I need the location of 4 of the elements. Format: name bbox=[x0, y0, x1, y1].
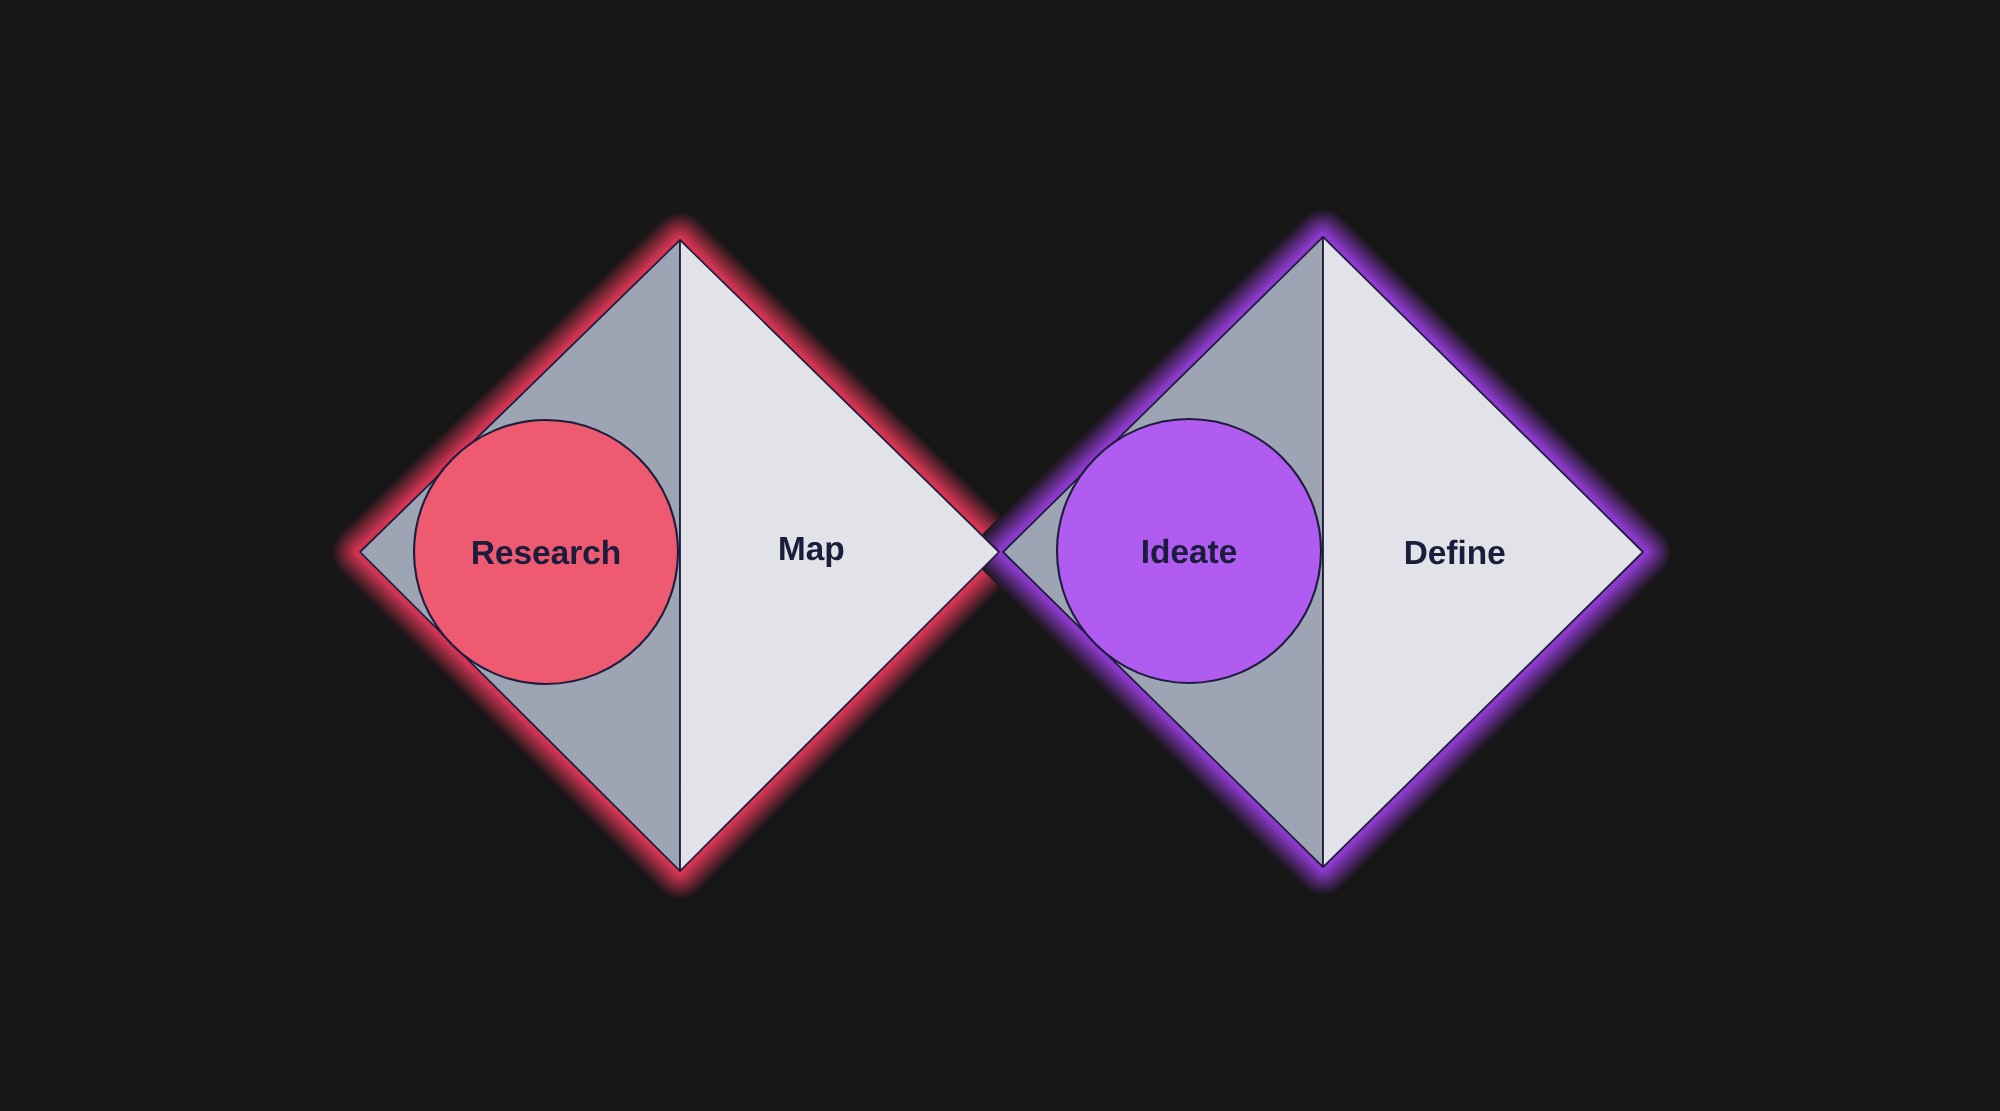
circle-node: Research bbox=[412, 418, 680, 686]
triangle-node: Map bbox=[679, 239, 1000, 872]
circle-node: Ideate bbox=[1055, 417, 1323, 685]
triangle-node: Define bbox=[1322, 236, 1644, 868]
